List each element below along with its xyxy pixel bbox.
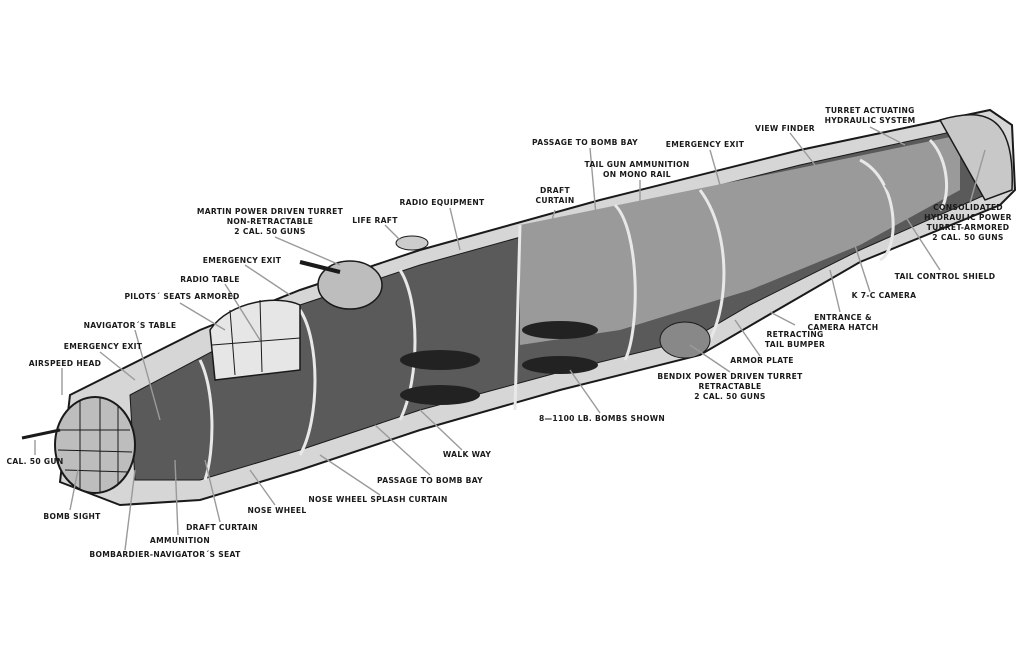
label-line: HYDRAULIC SYSTEM	[824, 116, 916, 125]
label-life-raft: LIFE RAFT	[352, 216, 398, 225]
label-line: TAIL BUMPER	[764, 340, 826, 349]
label-entrance-hatch: ENTRANCE &CAMERA HATCH	[808, 313, 879, 333]
nose-turret	[54, 396, 136, 494]
label-emergency-exit-front: EMERGENCY EXIT	[63, 342, 143, 351]
label-line: MARTIN POWER DRIVEN TURRET	[196, 207, 344, 216]
label-line: RETRACTING	[766, 330, 824, 339]
label-bombardier-seat: BOMBARDIER-NAVIGATOR´S SEAT	[89, 550, 241, 559]
fuselage-frames	[198, 138, 949, 481]
label-passage-bomb-bay-top: PASSAGE TO BOMB BAY	[532, 138, 638, 147]
nose-gun	[21, 428, 61, 440]
label-line: BENDIX POWER DRIVEN TURRET	[657, 372, 803, 381]
life-raft	[395, 235, 429, 251]
label-armor-plate: ARMOR PLATE	[730, 356, 794, 365]
interior-wall	[520, 135, 960, 345]
label-line: CURTAIN	[535, 196, 575, 205]
label-ammunition: AMMUNITION	[149, 536, 211, 545]
label-line: 2 CAL. 50 GUNS	[694, 392, 766, 401]
label-cal-50-gun: CAL. 50 GUN	[6, 457, 64, 466]
label-line: TURRET-ARMORED	[926, 223, 1010, 232]
label-nose-wheel: NOSE WHEEL	[247, 506, 307, 515]
cockpit-canopy	[209, 299, 301, 381]
label-k7c-camera: K 7-C CAMERA	[851, 291, 917, 300]
label-line: ENTRANCE &	[814, 313, 872, 322]
label-draft-curtain-bottom: DRAFT CURTAIN	[186, 523, 258, 532]
top-turret	[317, 260, 383, 310]
label-line: HYDRAULIC POWER	[924, 213, 1012, 222]
label-tail-control-shield: TAIL CONTROL SHIELD	[894, 272, 996, 281]
label-line: ON MONO RAIL	[603, 170, 671, 179]
label-line: CAMERA HATCH	[807, 323, 879, 332]
label-line: 2 CAL. 50 GUNS	[932, 233, 1004, 242]
label-pilots-seats: PILOTS´ SEATS ARMORED	[124, 292, 240, 301]
label-line: RETRACTABLE	[698, 382, 762, 391]
label-bomb-sight: BOMB SIGHT	[43, 512, 101, 521]
label-line: 2 CAL. 50 GUNS	[234, 227, 306, 236]
leader-lines	[34, 126, 986, 551]
label-radio-equipment: RADIO EQUIPMENT	[399, 198, 485, 207]
belly-turret	[659, 321, 711, 359]
label-emergency-exit-rear: EMERGENCY EXIT	[665, 140, 745, 149]
label-bombs-shown: 8—1100 LB. BOMBS SHOWN	[538, 414, 666, 423]
label-view-finder: VIEW FINDER	[755, 124, 815, 133]
label-walk-way: WALK WAY	[442, 450, 492, 459]
label-line: DRAFT	[540, 186, 570, 195]
label-airspeed-head: AIRSPEED HEAD	[28, 359, 102, 368]
bombs	[400, 321, 598, 405]
label-line: NON-RETRACTABLE	[226, 217, 314, 226]
tail-turret	[938, 113, 1013, 201]
label-line: TURRET ACTUATING	[825, 106, 915, 115]
label-radio-table: RADIO TABLE	[180, 275, 240, 284]
label-line: TAIL GUN AMMUNITION	[584, 160, 690, 169]
label-navigators-table: NAVIGATOR´S TABLE	[83, 321, 177, 330]
label-emergency-exit-mid: EMERGENCY EXIT	[202, 256, 282, 265]
label-passage-bomb-bay-bottom: PASSAGE TO BOMB BAY	[377, 476, 483, 485]
label-line: CONSOLIDATED	[933, 203, 1003, 212]
label-nose-wheel-splash: NOSE WHEEL SPLASH CURTAIN	[308, 495, 448, 504]
